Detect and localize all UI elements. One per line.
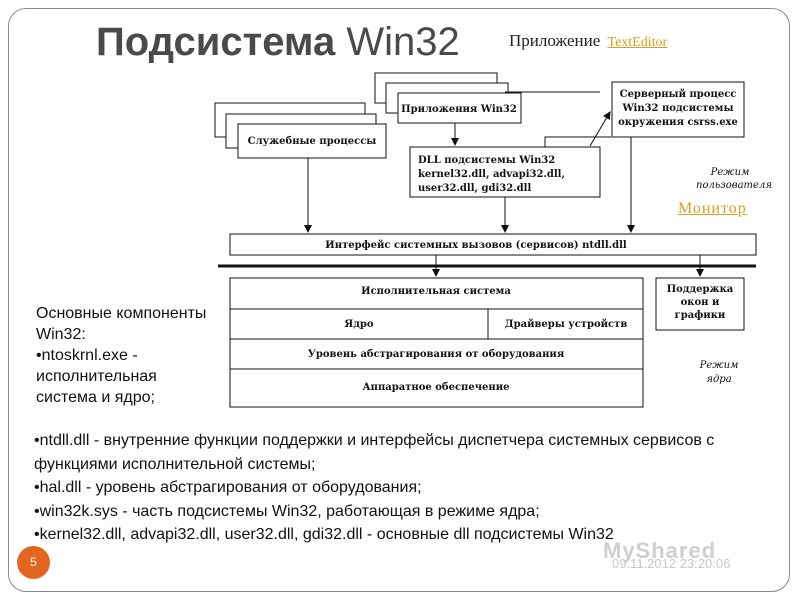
application-label: Приложение: [509, 31, 605, 50]
dll-label-line2: kernel32.dll, advapi32.dll,: [418, 169, 565, 180]
bullet-kernel32: •kernel32.dll, advapi32.dll, user32.dll,…: [34, 526, 614, 543]
kernel-mode-label-line2: ядра: [706, 374, 731, 385]
server-label-line2: Win32 подсистемы: [621, 103, 733, 114]
dll-label-line1: DLL подсистемы Win32: [418, 155, 555, 166]
watermark: MyShared: [603, 538, 717, 563]
bullet-ntdll: •ntdll.dll - внутренние функции поддержк…: [34, 432, 715, 473]
hardware-label: Аппаратное обеспечение: [362, 382, 509, 393]
hal-label: Уровень абстрагирования от оборудования: [308, 349, 565, 360]
dll-label-line3: user32.dll, gdi32.dll: [418, 183, 531, 194]
slide-number-badge: 5: [17, 546, 50, 579]
bullet-list: •ntdll.dll - внутренние функции поддержк…: [34, 429, 754, 547]
components-list: Основные компоненты Win32: •ntoskrnl.exe…: [36, 303, 221, 408]
bullet-win32k: •win32k.sys - часть подсистемы Win32, ра…: [34, 502, 540, 520]
server-process-box: [611, 81, 745, 138]
executive-label: Исполнительная система: [361, 286, 511, 297]
slide-title: Подсистема Win32: [96, 20, 460, 65]
date-stamp: 09.11.2012 23:20:06: [612, 556, 731, 571]
service-processes-box: [237, 123, 387, 159]
arrow-dll-to-server-line: [544, 136, 611, 147]
slide-frame: [8, 8, 790, 592]
service-processes-label: Служебные процессы: [248, 136, 377, 147]
monitor-link[interactable]: Монитор: [678, 200, 747, 217]
server-label-line1: Серверный процесс: [620, 89, 737, 100]
syscall-interface-label: Интерфейс системных вызовов (сервисов) n…: [325, 240, 627, 251]
kernel-mode-label-line1: Режим: [699, 360, 739, 371]
window-support-label-line2: окон и: [681, 297, 720, 308]
arrow-dll-to-server: [589, 111, 611, 147]
user-mode-label-line2: пользователя: [696, 180, 772, 191]
texteditor-link[interactable]: TextEditor: [607, 35, 668, 50]
window-support-box: [655, 277, 745, 331]
window-support-label-line1: Поддержка: [667, 284, 734, 295]
bullet-hal: •hal.dll - уровень абстрагирования от об…: [34, 479, 422, 496]
kernel-block: [229, 277, 644, 408]
components-item-ntoskrnl: •ntoskrnl.exe - исполнительная система и…: [36, 347, 157, 406]
kernel-label: Ядро: [344, 319, 373, 330]
slide-title-prefix: Подсистема: [96, 20, 347, 64]
syscall-interface-box: [229, 233, 757, 256]
slide-title-suffix: Win32: [346, 20, 460, 64]
window-support-label-line3: графики: [675, 310, 726, 321]
application-line: Приложение TextEditor: [509, 31, 667, 51]
win32-apps-label: Приложения Win32: [401, 104, 517, 115]
win32-apps-box: [397, 92, 522, 124]
drivers-label: Драйверы устройств: [505, 319, 628, 330]
server-label-line3: окружения csrss.exe: [618, 117, 738, 128]
components-heading: Основные компоненты Win32:: [36, 305, 207, 343]
user-mode-label-line1: Режим: [710, 167, 750, 178]
